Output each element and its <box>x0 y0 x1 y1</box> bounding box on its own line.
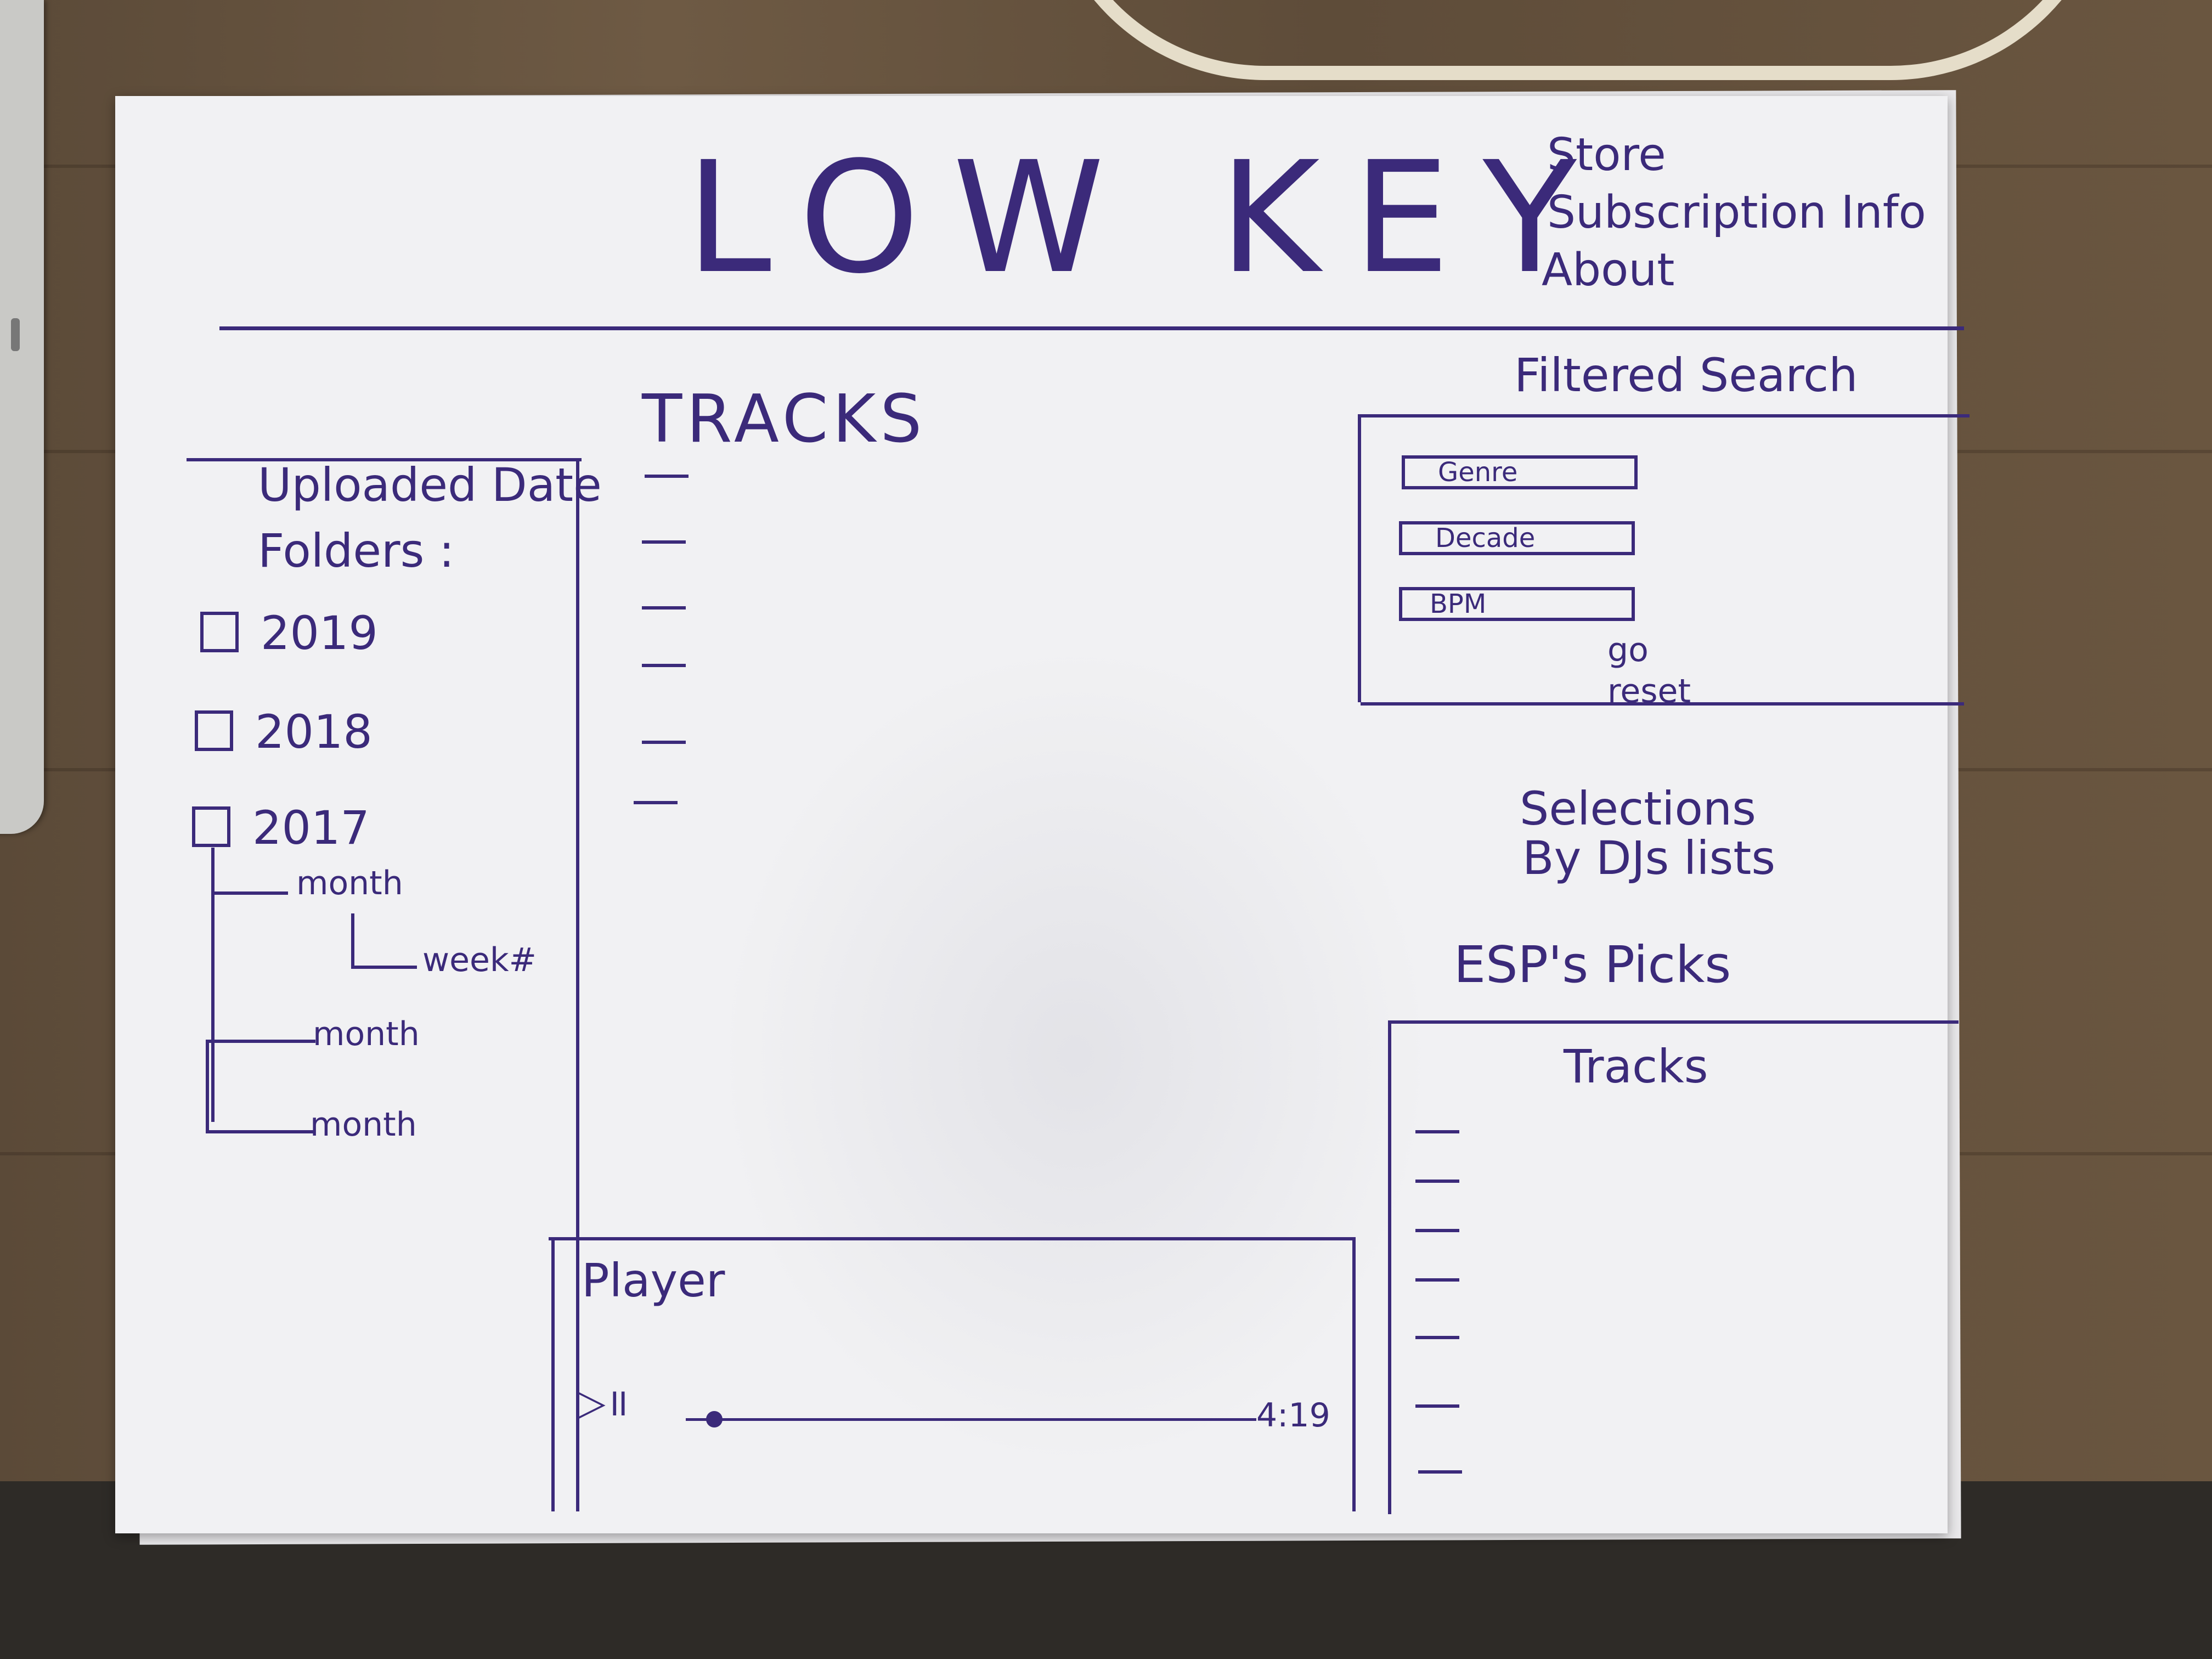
track-item[interactable] <box>634 801 678 804</box>
pick-track-item[interactable] <box>1415 1180 1459 1183</box>
tree-week[interactable]: week# <box>422 941 537 979</box>
tree-month-1[interactable]: month <box>296 864 403 902</box>
track-item[interactable] <box>645 475 689 478</box>
picks-tracks-title: Tracks <box>1564 1040 1708 1093</box>
folder-2018-label[interactable]: 2018 <box>255 705 373 759</box>
tree-month-2[interactable]: month <box>313 1015 420 1053</box>
go-button[interactable]: go <box>1607 631 1649 669</box>
bpm-field[interactable]: BPM <box>1399 587 1635 621</box>
pick-track-item[interactable] <box>1415 1278 1459 1282</box>
folder-2017-label[interactable]: 2017 <box>252 801 370 855</box>
tree-month-3[interactable]: month <box>310 1105 417 1144</box>
reset-button[interactable]: reset <box>1607 672 1691 710</box>
checkbox-2017[interactable] <box>192 806 230 847</box>
tracks-title: TRACKS <box>642 381 927 458</box>
track-duration: 4:19 <box>1256 1396 1330 1435</box>
pick-track-item[interactable] <box>1415 1130 1459 1133</box>
player-title: Player <box>582 1254 725 1307</box>
cable <box>1042 0 2113 80</box>
pick-track-item[interactable] <box>1415 1404 1459 1408</box>
progress-handle[interactable] <box>706 1411 723 1427</box>
site-logo[interactable]: LOW KEY <box>686 129 1610 308</box>
track-item[interactable] <box>642 741 686 744</box>
folders-title: Uploaded Date <box>258 458 602 512</box>
folder-2019-label[interactable]: 2019 <box>261 606 378 660</box>
player-panel-top <box>549 1237 1352 1240</box>
progress-track[interactable] <box>686 1418 1256 1421</box>
dj-lists-link[interactable]: By DJs lists <box>1522 831 1776 885</box>
folders-subtitle: Folders : <box>258 524 455 578</box>
pick-track-item[interactable] <box>1415 1336 1459 1339</box>
track-item[interactable] <box>642 540 686 544</box>
wireframe-sheet: LOW KEY Store Subscription Info About Up… <box>115 96 1970 1533</box>
checkbox-2018[interactable] <box>195 710 233 751</box>
pick-track-item[interactable] <box>1415 1229 1459 1232</box>
nav-link-subscription-info[interactable]: Subscription Info <box>1547 187 1926 239</box>
play-pause-icon[interactable]: ▷॥ <box>576 1380 629 1425</box>
decade-field[interactable]: Decade <box>1399 521 1635 555</box>
nav-link-store[interactable]: Store <box>1547 129 1666 181</box>
filtered-search-title: Filtered Search <box>1514 348 1858 402</box>
picks-title: ESP's Picks <box>1454 935 1731 994</box>
player-panel-right <box>1352 1237 1356 1511</box>
track-item[interactable] <box>642 664 686 667</box>
folders-panel-right <box>576 458 579 1511</box>
pick-track-item[interactable] <box>1418 1470 1462 1474</box>
checkbox-2019[interactable] <box>200 612 239 652</box>
header-divider <box>219 326 1964 330</box>
search-panel-top <box>1358 414 1970 417</box>
track-item[interactable] <box>642 606 686 610</box>
search-panel-bottom <box>1361 702 1964 706</box>
laptop-edge <box>0 0 44 834</box>
selections-link[interactable]: Selections <box>1520 782 1756 836</box>
genre-field[interactable]: Genre <box>1402 455 1638 489</box>
nav-link-about[interactable]: About <box>1542 244 1675 296</box>
picks-panel-top <box>1388 1020 1959 1024</box>
folders-panel-top <box>187 458 582 461</box>
